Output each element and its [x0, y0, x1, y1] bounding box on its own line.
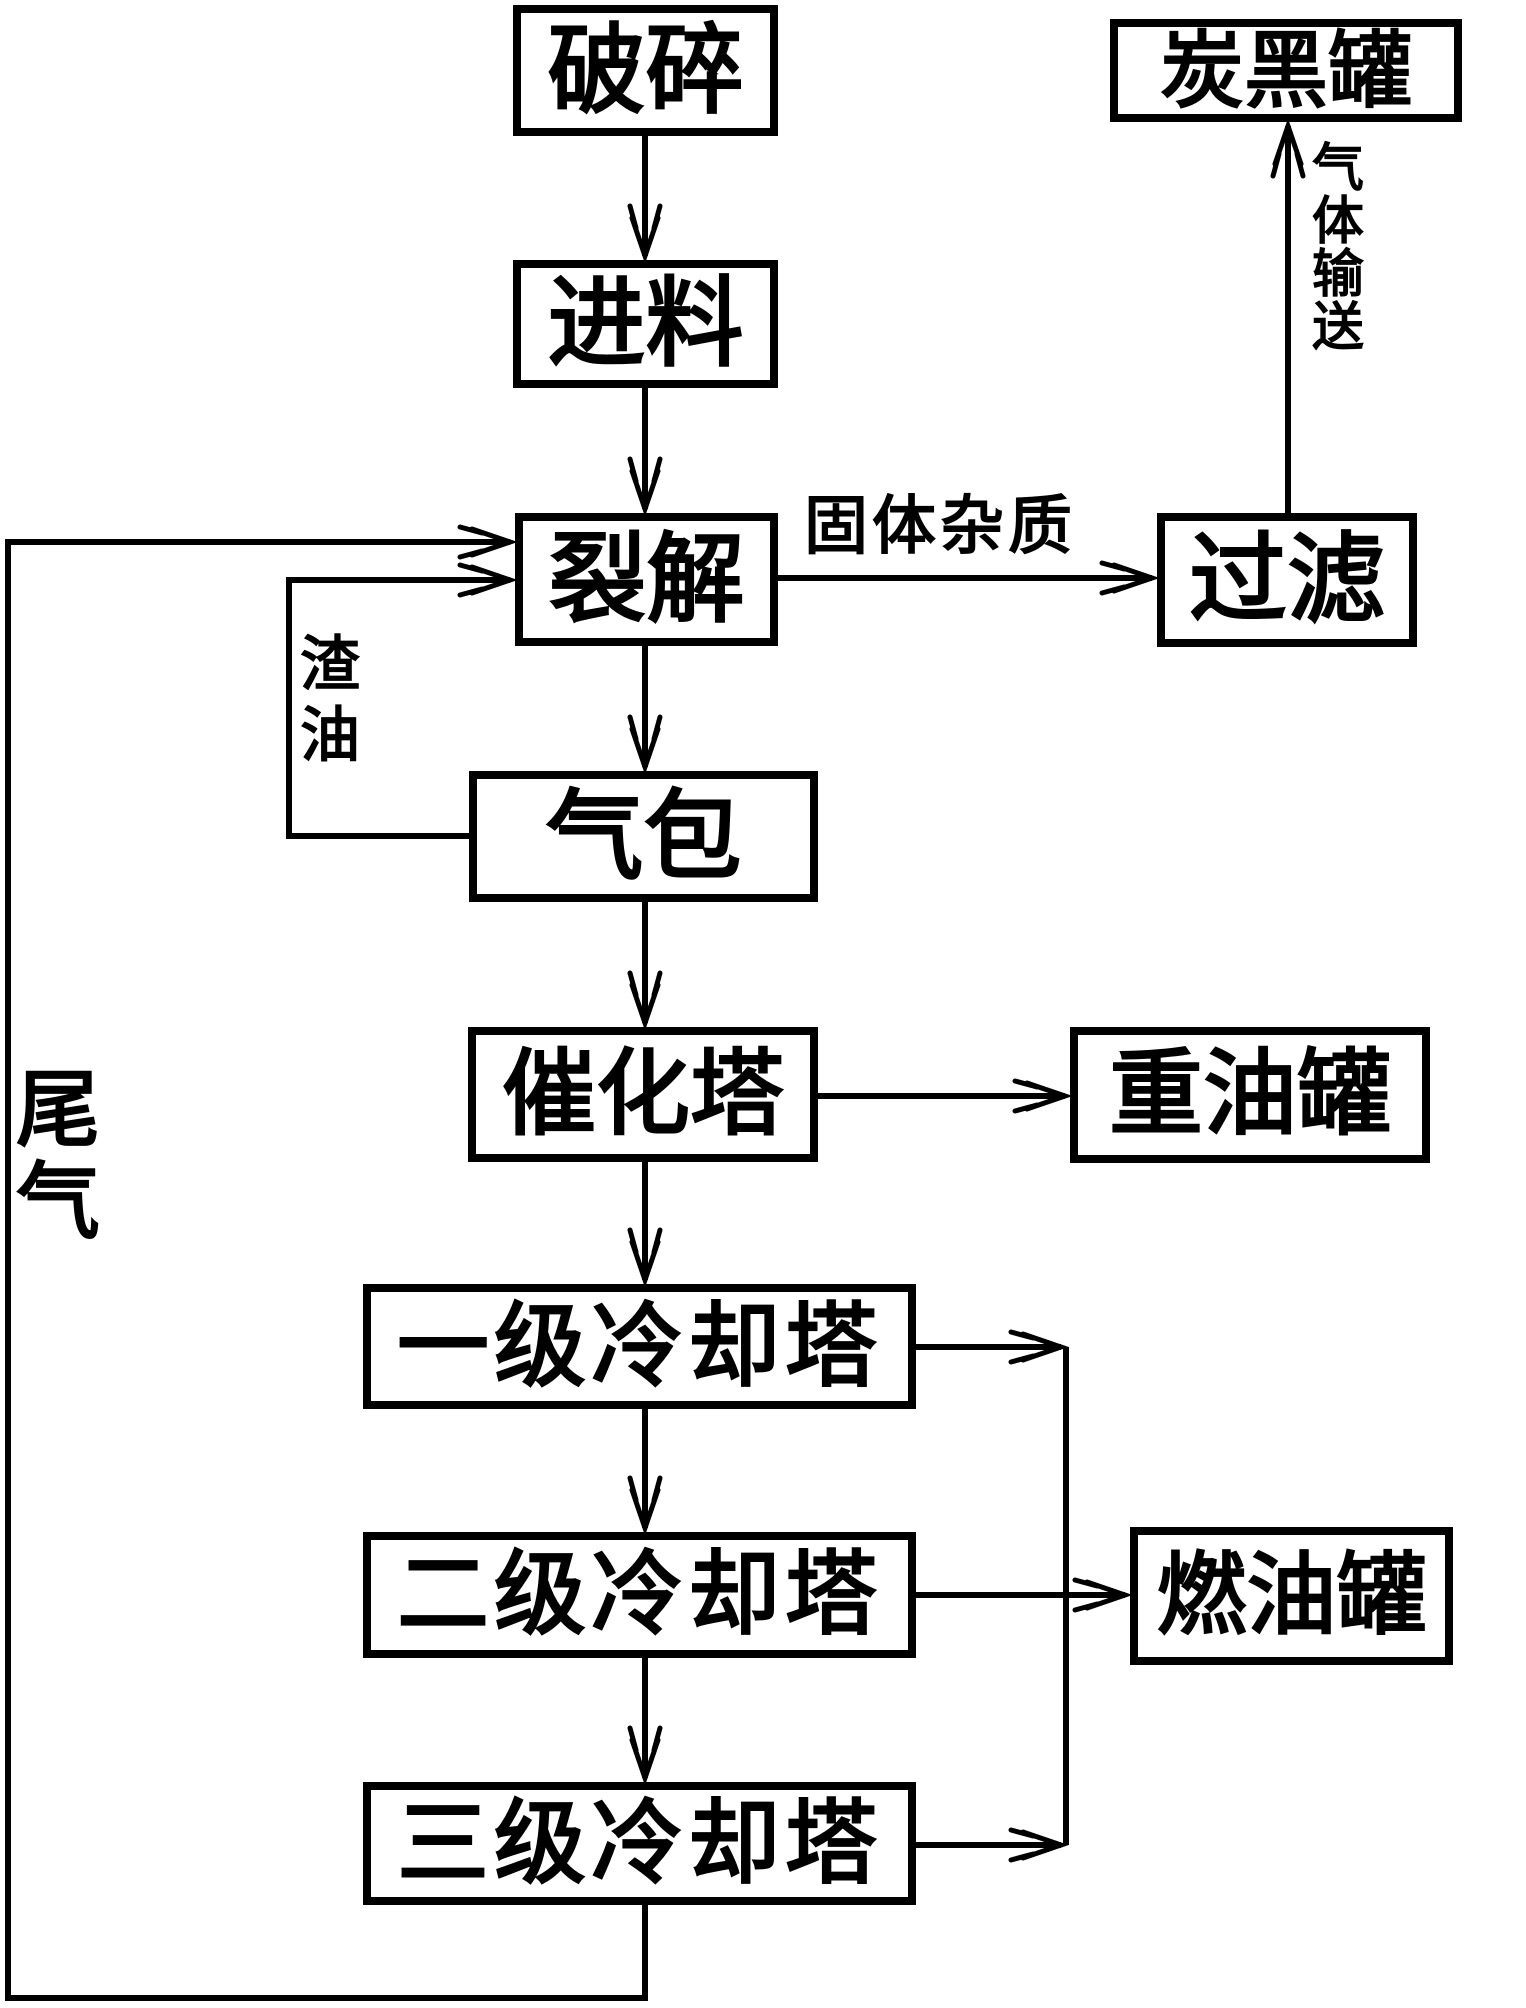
node-catalytic-tower: 催化塔	[468, 1027, 818, 1162]
node-heavy-oil-tank: 重油罐	[1070, 1027, 1430, 1163]
edge-label-tail-gas: 尾气	[16, 1061, 101, 1252]
node-cooling-tower-2: 二级冷却塔	[363, 1532, 916, 1658]
edge-label-residual-oil: 渣油	[300, 630, 360, 771]
node-gas-drum: 气包	[469, 771, 818, 902]
node-fuel-oil-tank: 燃油罐	[1130, 1527, 1453, 1665]
node-crush: 破碎	[513, 5, 778, 136]
node-pyrolysis: 裂解	[515, 513, 778, 646]
node-feed: 进料	[513, 260, 778, 388]
node-filter: 过滤	[1157, 513, 1417, 647]
node-carbon-black-tank: 炭黑罐	[1110, 19, 1462, 122]
node-cooling-tower-3: 三级冷却塔	[363, 1782, 916, 1905]
edge-label-solid-impurities: 固体杂质	[804, 490, 1076, 564]
edge-cool3-pyrolysis-tailgas	[5, 524, 648, 2001]
edge-gasdrum-pyrolysis-residual	[286, 562, 518, 839]
edge-label-gas-transport: 气体输送	[1312, 139, 1365, 359]
node-cooling-tower-1: 一级冷却塔	[363, 1284, 916, 1409]
